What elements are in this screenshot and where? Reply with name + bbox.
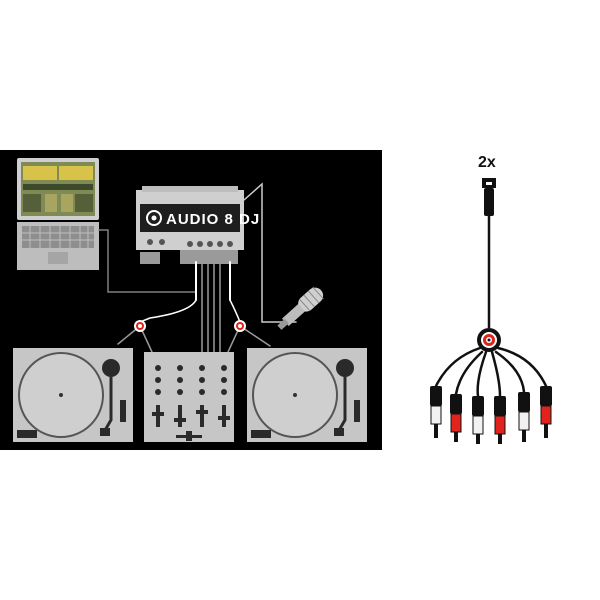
- rca-plug-white: [430, 386, 442, 438]
- mixer-icon: [144, 352, 234, 442]
- ni-logo-icon: [146, 210, 162, 226]
- breakout-cable-icon: [430, 178, 552, 444]
- setup-cables: [98, 182, 297, 357]
- rca-connector-left: [134, 320, 146, 332]
- rca-plug-red: [450, 394, 462, 442]
- turntable-icon: [13, 348, 133, 442]
- turntable-icon: [247, 348, 367, 442]
- microphone-icon: [277, 286, 324, 330]
- laptop-icon: [17, 158, 99, 270]
- rca-connector-right: [234, 320, 246, 332]
- interface-label: AUDIO 8 DJ: [166, 211, 260, 228]
- rca-plug-white: [472, 396, 484, 444]
- rca-plug-red: [494, 396, 506, 444]
- rca-plug-white: [518, 392, 530, 442]
- audio-interface-icon: AUDIO 8 DJ: [136, 186, 260, 264]
- rca-plug-red: [540, 386, 552, 438]
- cable-quantity-label: 2x: [478, 154, 496, 171]
